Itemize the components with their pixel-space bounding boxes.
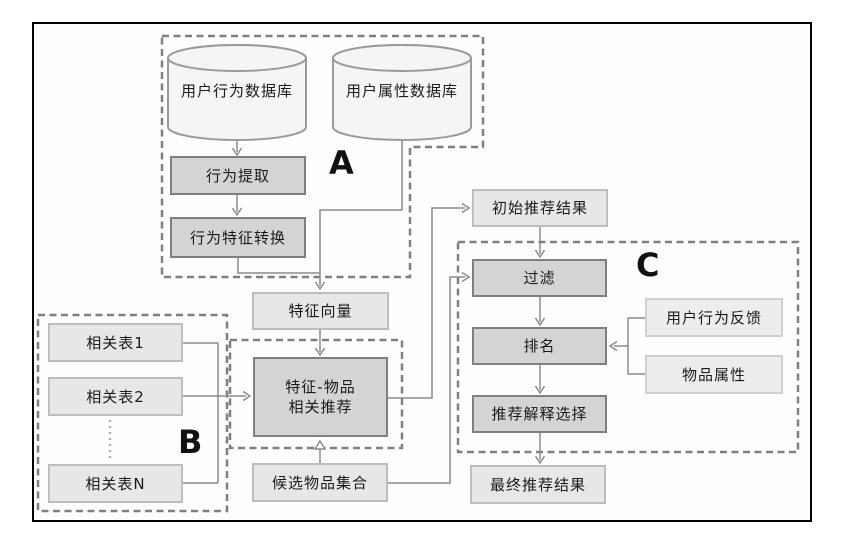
- node-candidate-item-set: 候选物品集合: [252, 463, 388, 502]
- region-label-a: A: [329, 144, 354, 182]
- region-label-b: B: [178, 423, 203, 461]
- region-label-c: C: [636, 246, 660, 284]
- node-behavior-database: 用户行为数据库: [180, 81, 293, 100]
- node-behavior-feature-transform: 行为特征转换: [170, 217, 306, 258]
- node-related-table-n: 相关表N: [48, 464, 183, 503]
- node-explain-select: 推荐解释选择: [472, 395, 607, 433]
- node-final-recommend-result: 最终推荐结果: [470, 465, 606, 504]
- node-related-table-1: 相关表1: [48, 323, 183, 362]
- node-item-attribute: 物品属性: [645, 355, 783, 394]
- node-related-table-2: 相关表2: [48, 377, 183, 416]
- node-attribute-database: 用户属性数据库: [345, 81, 458, 100]
- node-feature-item-line2: 相关推荐: [288, 398, 353, 416]
- node-feature-vector: 特征向量: [252, 292, 389, 330]
- node-user-behavior-feedback: 用户行为反馈: [645, 298, 783, 337]
- node-rank: 排名: [472, 327, 607, 365]
- node-initial-recommend-result: 初始推荐结果: [472, 189, 608, 227]
- node-feature-item-line1: 特征-物品: [285, 378, 356, 396]
- node-behavior-extract: 行为提取: [170, 156, 306, 195]
- node-feature-item-recommend: 特征-物品 相关推荐: [253, 357, 388, 437]
- node-filter: 过滤: [472, 259, 607, 297]
